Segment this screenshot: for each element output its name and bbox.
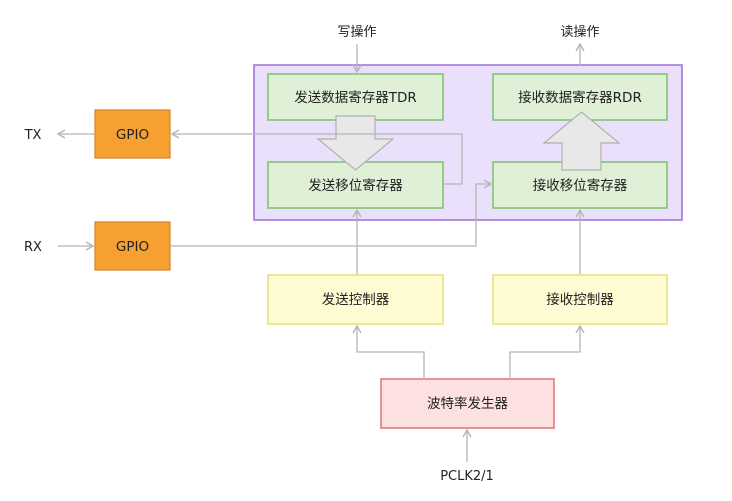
tdr-to-shift-arrow [316, 115, 395, 171]
rx-shift-block [492, 161, 668, 209]
tdr-label: 发送数据寄存器TDR [294, 89, 417, 106]
rx-input-line [170, 179, 493, 247]
read-op-label: 读操作 [560, 24, 599, 40]
baud-generator-label: 波特率发生器 [427, 395, 508, 412]
baud-to-rx-controller-line [509, 324, 585, 379]
gpio-tx-label: GPIO [116, 127, 149, 143]
gpio-rx-label: GPIO [116, 239, 149, 255]
rx-controller-label: 接收控制器 [546, 291, 614, 308]
gpio-tx-block [94, 109, 171, 159]
rx-shift-label: 接收移位寄存器 [533, 177, 628, 194]
rx-label: RX [24, 240, 42, 255]
pclk-label: PCLK2/1 [440, 469, 494, 484]
baud-generator-block [380, 378, 555, 429]
write-op-label: 写操作 [337, 24, 376, 40]
rdr-block [492, 73, 668, 121]
tx-controller-label: 发送控制器 [322, 292, 390, 308]
baud-to-tx-controller-line [352, 324, 425, 379]
tx-controller-block [267, 274, 444, 325]
tx-output-line [170, 129, 463, 185]
rdr-label: 接收数据寄存器RDR [518, 89, 642, 106]
rx-controller-block [492, 274, 668, 325]
tx-shift-block [267, 161, 444, 209]
tx-shift-label: 发送移位寄存器 [308, 177, 403, 194]
tdr-block [267, 73, 444, 121]
shift-to-rdr-arrow [542, 111, 621, 171]
tx-label: TX [24, 128, 42, 143]
